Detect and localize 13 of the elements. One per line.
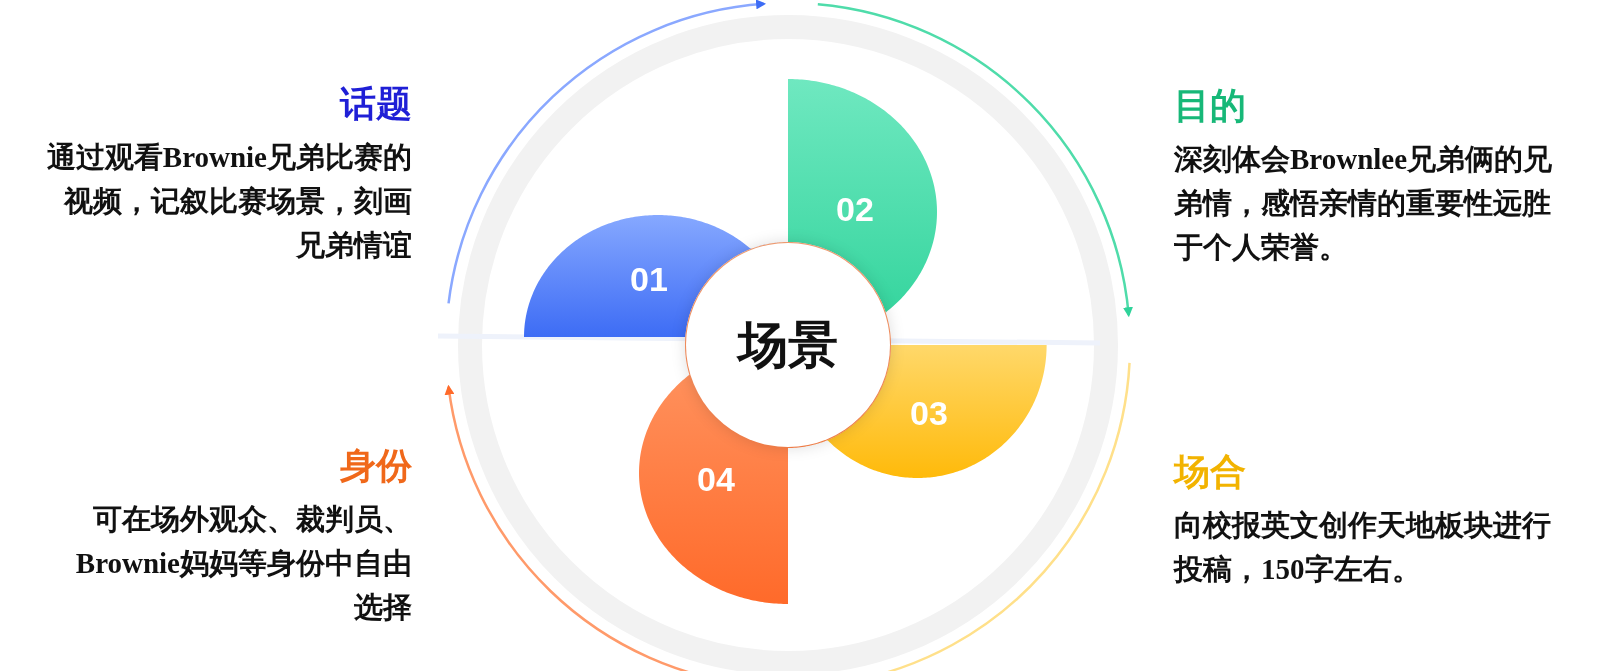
segment-number: 03 [910,396,948,430]
segment-number: 04 [697,462,735,496]
heading-text: 话题 [338,82,412,126]
heading-text: 目的 [1174,84,1247,128]
description-text: 通过观看Brownie兄弟比赛的视频，记叙比赛场景，刻画兄弟情谊 [45,140,412,264]
description-text: 深刻体会Brownlee兄弟俩的兄弟情，感悟亲情的重要性远胜于个人荣誉。 [1174,142,1554,266]
segment-number: 01 [630,262,668,296]
heading-text: 场合 [1174,450,1247,494]
heading-text: 身份 [339,444,412,488]
segment-number: 02 [836,192,874,226]
center-label: 场景 [738,317,838,373]
description-text: 可在场外观众、裁判员、Brownie妈妈等身份中自由选择 [74,502,412,626]
description-text: 向校报英文创作天地板块进行投稿，150字左右。 [1174,508,1552,588]
